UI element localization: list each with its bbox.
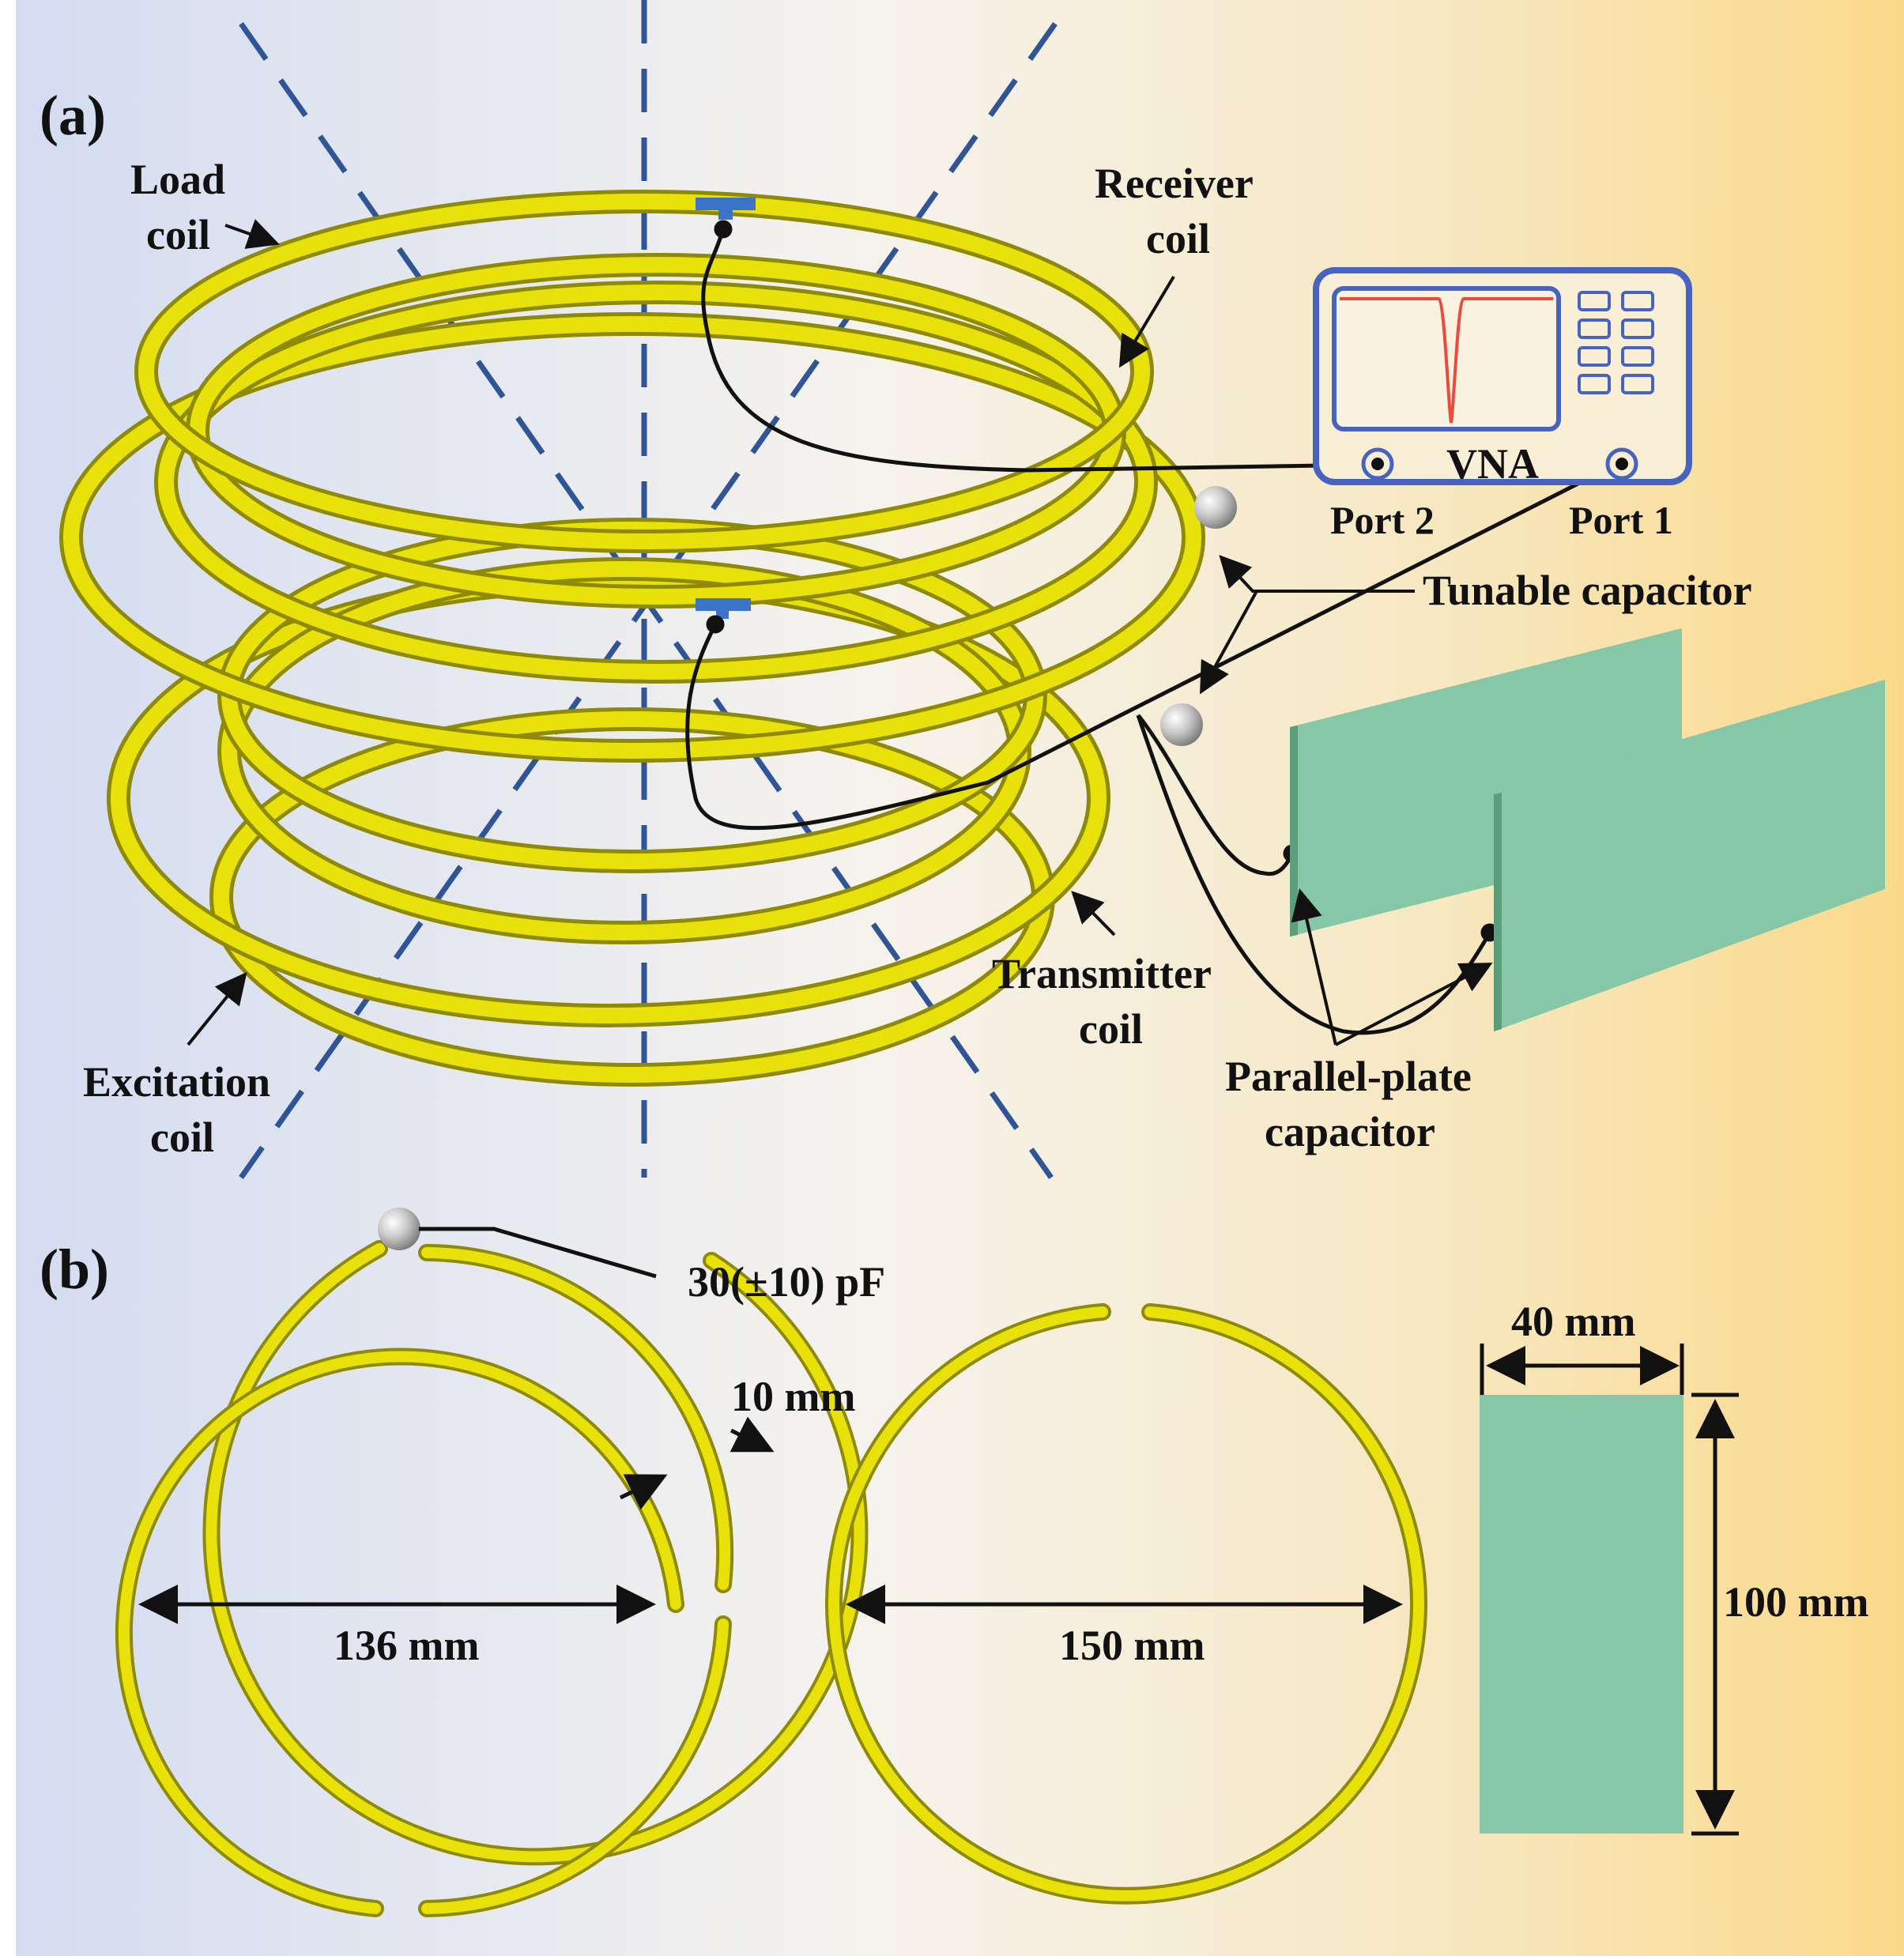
transmitter-coil-label-line2: coil bbox=[1079, 1005, 1143, 1053]
excitation-loop-top-view bbox=[825, 1303, 1427, 1905]
panel-a-3d-view: VNA Port 2 Port 1 Load coil Receiver coi… bbox=[59, 0, 1885, 1180]
panel-label-b: (b) bbox=[40, 1238, 109, 1301]
parallel-plate-label-line1: Parallel-plate bbox=[1225, 1053, 1472, 1100]
port1-label: Port 1 bbox=[1569, 498, 1673, 542]
pointer-arrows bbox=[187, 219, 1493, 1046]
port-connector-icon bbox=[1361, 447, 1638, 481]
vna-icon: VNA bbox=[1313, 267, 1692, 488]
plate-width-label: 40 mm bbox=[1511, 1298, 1635, 1345]
receiver-coil-label-line2: coil bbox=[1146, 215, 1210, 262]
receiver-diameter-label: 136 mm bbox=[334, 1622, 479, 1669]
wire-gap-label: 10 mm bbox=[731, 1373, 855, 1420]
tunable-capacitor-label: Tunable capacitor bbox=[1423, 567, 1752, 614]
receiver-coil bbox=[59, 253, 1205, 763]
transmitter-coil-label-line1: Transmitter bbox=[992, 950, 1212, 997]
dimension-lines bbox=[138, 1227, 1739, 1836]
plate-front-view bbox=[1480, 1395, 1683, 1834]
vna-buttons bbox=[1578, 291, 1654, 394]
panel-label-a: (a) bbox=[40, 84, 106, 147]
capacitance-label: 30(±10) pF bbox=[688, 1258, 885, 1306]
load-coil bbox=[134, 190, 1154, 553]
vna-trace bbox=[1340, 297, 1553, 424]
parallel-plate-capacitor bbox=[1290, 628, 1885, 1031]
excitation-feed-block bbox=[696, 598, 751, 611]
excitation-coil-label-line1: Excitation bbox=[83, 1058, 270, 1106]
load-coil-feed-block bbox=[696, 198, 756, 210]
panel-b-dimensions: 30(±10) pF 10 mm 136 mm 150 mm 40 mm 100… bbox=[115, 1208, 1868, 1917]
load-coil-label-line2: coil bbox=[146, 211, 210, 258]
vna-label: VNA bbox=[1446, 440, 1539, 488]
feed-wires bbox=[685, 220, 1622, 1035]
tunable-capacitor-icon bbox=[378, 1208, 420, 1250]
parallel-plate-label-line2: capacitor bbox=[1265, 1108, 1435, 1155]
excitation-coil-label-line2: coil bbox=[150, 1114, 214, 1161]
load-coil-label-line1: Load bbox=[130, 156, 225, 203]
plate-height-label: 100 mm bbox=[1723, 1578, 1868, 1626]
loop-diameter-label: 150 mm bbox=[1059, 1622, 1205, 1669]
tunable-capacitor-icon bbox=[1160, 486, 1237, 746]
port2-label: Port 2 bbox=[1330, 498, 1435, 542]
receiver-coil-label-line1: Receiver bbox=[1095, 160, 1254, 207]
